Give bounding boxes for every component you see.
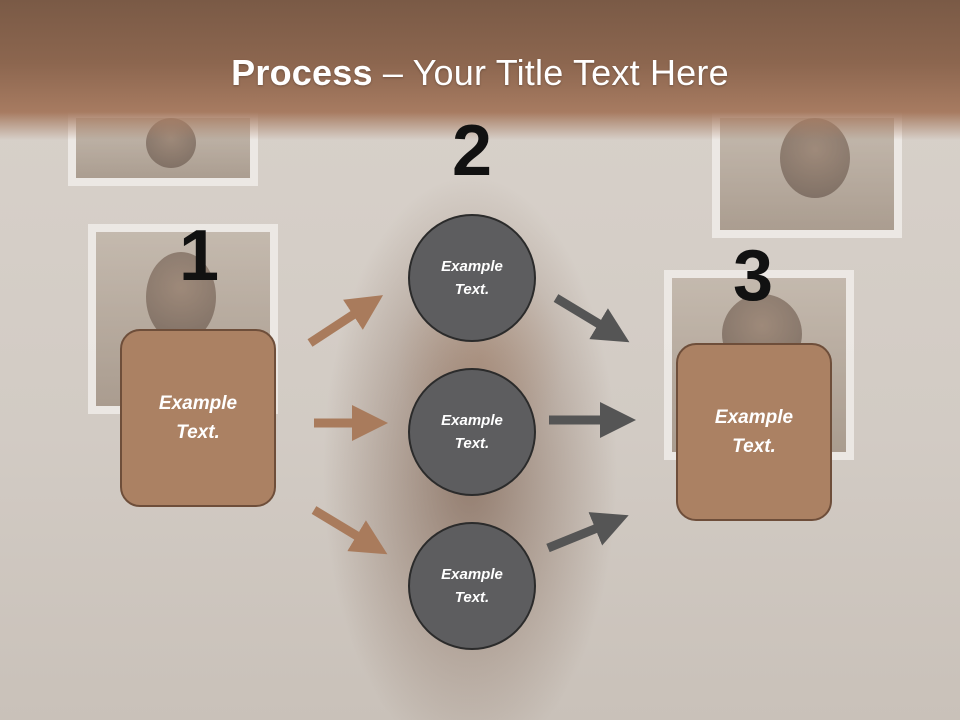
step-number-2: 2 (451, 111, 493, 191)
circle-text-line1: Example (441, 258, 503, 275)
process-circle-middle[interactable]: Example Text. (408, 368, 536, 496)
circle-text-line2: Text. (454, 435, 490, 452)
portrait-figure (146, 252, 216, 342)
title-bold: Process (231, 52, 373, 93)
process-box-right[interactable]: Example Text. (676, 343, 832, 521)
box-text-line2: Text. (176, 422, 220, 443)
process-circle-bottom[interactable]: Example Text. (408, 522, 536, 650)
box-text-line1: Example (158, 393, 238, 414)
process-circle-top[interactable]: Example Text. (408, 214, 536, 342)
circle-text-line2: Text. (454, 589, 490, 606)
step-number-1: 1 (178, 216, 220, 296)
circle-text-line1: Example (441, 566, 503, 583)
title-bar (0, 0, 960, 140)
circle-text-line2: Text. (454, 281, 490, 298)
box-text-line2: Text. (732, 436, 776, 457)
arrow-bottom-to-right (546, 512, 629, 553)
box-text-line1: Example (714, 407, 794, 428)
page-title: Process – Your Title Text Here (0, 52, 960, 94)
title-rest: – Your Title Text Here (372, 52, 729, 93)
arrow-left-to-bottom (311, 506, 388, 555)
step-number-3: 3 (732, 236, 774, 316)
arrow-top-to-right (553, 294, 630, 343)
circle-text-line1: Example (441, 412, 503, 429)
process-box-left[interactable]: Example Text. (120, 329, 276, 507)
arrow-left-to-top (307, 295, 384, 347)
